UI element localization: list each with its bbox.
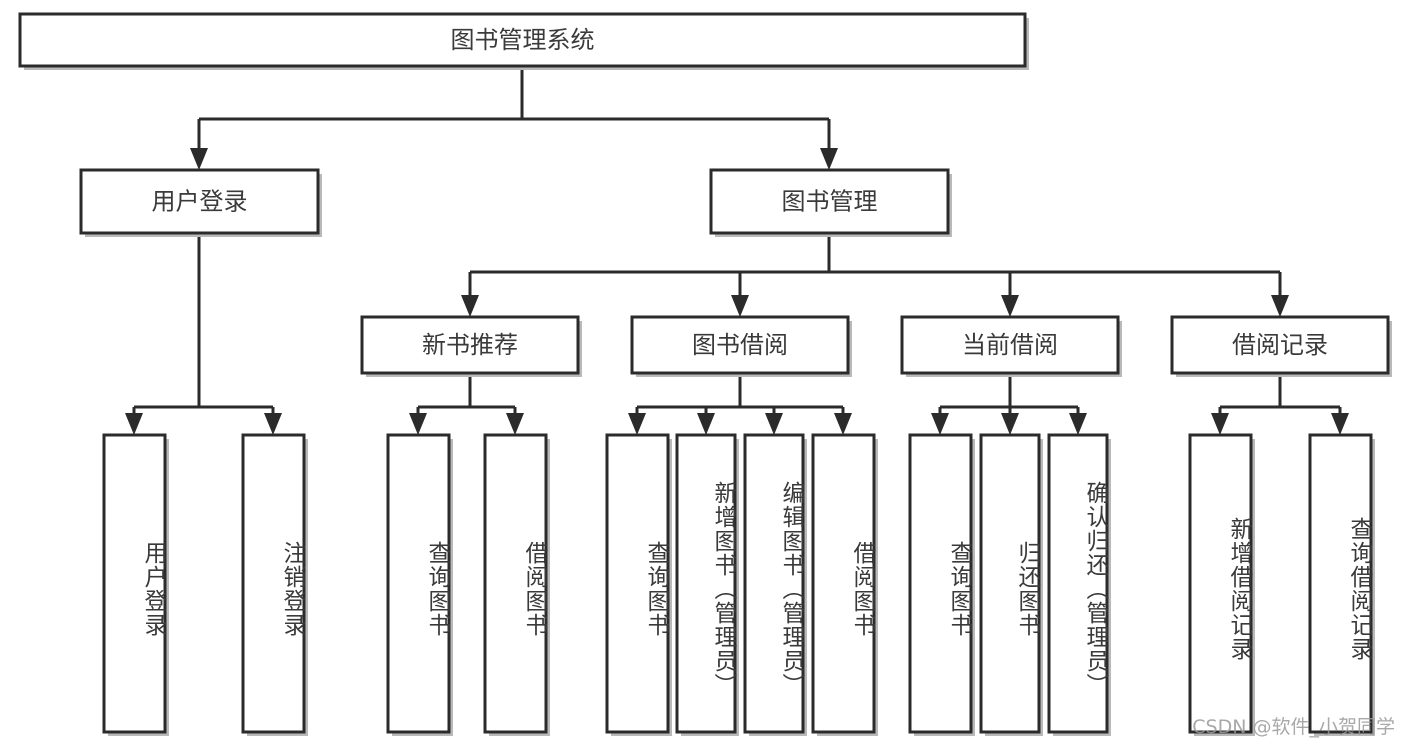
node-leaf-6-编辑图书管理员[interactable]: 编辑图书（管理员） (743, 433, 807, 736)
arrow-head-icon (1271, 295, 1289, 317)
arrow-head-icon (506, 413, 524, 435)
node-label: 当前借阅 (962, 331, 1058, 359)
connector-layer (125, 66, 1349, 435)
box-outline (483, 433, 548, 734)
box-outline (1047, 433, 1109, 734)
box-outline (79, 168, 320, 235)
leaf-label-wrap: 用户登录 (140, 540, 166, 637)
leaf-label: 用户登录 (140, 540, 166, 637)
box-outline (1308, 433, 1373, 734)
leaf-label-wrap: 确认归还（管理员） (1082, 480, 1108, 697)
node-leaf-7-借阅图书[interactable]: 借阅图书 (811, 433, 878, 736)
node-level2-图书管理[interactable]: 图书管理 (709, 168, 952, 237)
node-level3-新书推荐[interactable]: 新书推荐 (360, 315, 582, 377)
leaf-label-wrap: 查询图书 (946, 540, 972, 637)
leaf-label: 确认归还（管理员） (1082, 480, 1108, 697)
node-label: 新书推荐 (422, 331, 518, 359)
node-leaf-12-查询借阅记录[interactable]: 查询借阅记录 (1308, 433, 1375, 736)
node-label: 图书借阅 (692, 331, 788, 359)
arrow-head-icon (731, 295, 749, 317)
arrow-head-icon (125, 413, 143, 435)
box-outline (979, 433, 1041, 734)
node-label: 图书管理 (782, 188, 878, 216)
box-outline (1188, 433, 1253, 734)
box-outline (360, 315, 580, 375)
arrow-head-icon (834, 413, 852, 435)
arrow-head-icon (1331, 413, 1349, 435)
box-outline (675, 433, 737, 734)
box-outline (630, 315, 850, 375)
arrow-head-icon (1069, 413, 1087, 435)
node-level2-用户登录[interactable]: 用户登录 (79, 168, 322, 237)
node-leaf-0-用户登录[interactable]: 用户登录 (102, 433, 169, 736)
box-outline (743, 433, 805, 734)
leaf-label: 查询图书 (643, 540, 669, 637)
box-outline (1170, 315, 1390, 375)
box-outline (908, 433, 973, 734)
arrow-head-icon (628, 413, 646, 435)
arrow-head-icon (1211, 413, 1229, 435)
node-level3-图书借阅[interactable]: 图书借阅 (630, 315, 852, 377)
box-outline (811, 433, 876, 734)
leaf-label: 查询图书 (424, 540, 450, 637)
leaf-label-wrap: 查询借阅记录 (1346, 516, 1372, 661)
leaf-label: 借阅图书 (849, 540, 875, 637)
leaf-label: 新增图书（管理员） (710, 480, 736, 697)
node-label: 用户登录 (152, 188, 248, 216)
box-outline (241, 433, 306, 734)
arrow-head-icon (765, 413, 783, 435)
node-leaf-9-归还图书[interactable]: 归还图书 (979, 433, 1043, 736)
arrow-head-icon (190, 148, 208, 170)
leaf-label-wrap: 注销登录 (279, 540, 305, 637)
leaf-label: 新增借阅记录 (1226, 516, 1252, 661)
node-leaf-11-新增借阅记录[interactable]: 新增借阅记录 (1188, 433, 1255, 736)
leaf-label-wrap: 查询图书 (424, 540, 450, 637)
node-leaf-3-借阅图书[interactable]: 借阅图书 (483, 433, 550, 736)
leaf-label: 查询图书 (946, 540, 972, 637)
leaf-label-wrap: 借阅图书 (849, 540, 875, 637)
leaf-label-wrap: 归还图书 (1014, 540, 1040, 637)
box-outline (386, 433, 451, 734)
node-level3-借阅记录[interactable]: 借阅记录 (1170, 315, 1392, 377)
box-outline (709, 168, 950, 235)
leaf-label-wrap: 借阅图书 (521, 540, 547, 637)
arrow-head-icon (409, 413, 427, 435)
box-outline (18, 12, 1027, 68)
node-leaf-1-注销登录[interactable]: 注销登录 (241, 433, 308, 736)
node-label: 借阅记录 (1232, 331, 1328, 359)
leaf-label-wrap: 编辑图书（管理员） (778, 480, 804, 697)
node-leaf-4-查询图书[interactable]: 查询图书 (605, 433, 672, 736)
arrow-head-icon (264, 413, 282, 435)
leaf-label-wrap: 新增借阅记录 (1226, 516, 1252, 661)
arrow-head-icon (461, 295, 479, 317)
box-outline (900, 315, 1120, 375)
leaf-label: 注销登录 (279, 540, 305, 637)
box-outline (102, 433, 167, 734)
node-label: 图书管理系统 (451, 26, 595, 54)
node-leaf-5-新增图书管理员[interactable]: 新增图书（管理员） (675, 433, 739, 736)
leaf-label: 编辑图书（管理员） (778, 480, 804, 697)
node-layer: 图书管理系统用户登录图书管理新书推荐图书借阅当前借阅借阅记录用户登录注销登录查询… (18, 12, 1392, 736)
leaf-label: 归还图书 (1014, 540, 1040, 637)
node-root-图书管理系统[interactable]: 图书管理系统 (18, 12, 1029, 70)
node-leaf-2-查询图书[interactable]: 查询图书 (386, 433, 453, 736)
leaf-label: 借阅图书 (521, 540, 547, 637)
box-outline (605, 433, 670, 734)
arrow-head-icon (1001, 295, 1019, 317)
arrow-head-icon (1001, 413, 1019, 435)
node-leaf-8-查询图书[interactable]: 查询图书 (908, 433, 975, 736)
arrow-head-icon (820, 148, 838, 170)
node-level3-当前借阅[interactable]: 当前借阅 (900, 315, 1122, 377)
arrow-head-icon (697, 413, 715, 435)
leaf-label-wrap: 新增图书（管理员） (710, 480, 736, 697)
node-leaf-10-确认归还管理员[interactable]: 确认归还（管理员） (1047, 433, 1111, 736)
leaf-label: 查询借阅记录 (1346, 516, 1372, 661)
arrow-head-icon (931, 413, 949, 435)
leaf-label-wrap: 查询图书 (643, 540, 669, 637)
